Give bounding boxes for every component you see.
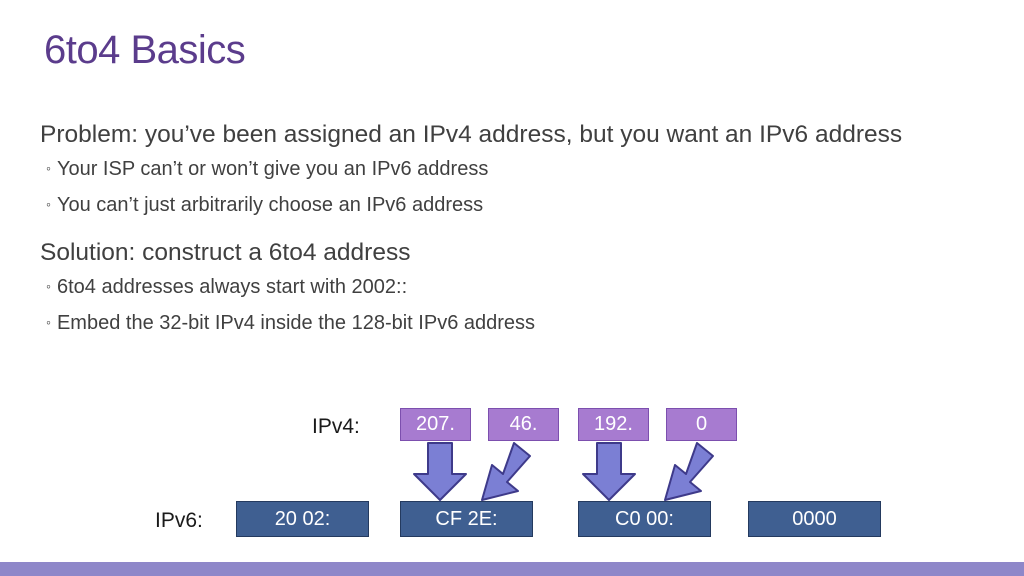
sub-bullet-text: Embed the 32-bit IPv4 inside the 128-bit… <box>56 312 536 334</box>
down-arrow-icon <box>582 442 636 501</box>
sub-bullet-text: You can’t just arbitrarily choose an IPv… <box>56 194 484 216</box>
sub-bullet-text: Your ISP can’t or won’t give you an IPv6… <box>56 158 489 180</box>
bullet-glyph: ◦ <box>46 196 51 212</box>
ipv6-group-box: C0 00: <box>578 501 711 537</box>
bullet-glyph: ◦ <box>46 160 51 176</box>
bottom-accent-bar <box>0 562 1024 576</box>
bullet-solution: Solution: construct a 6to4 address <box>40 239 411 266</box>
down-arrow-icon <box>413 442 467 501</box>
sub-bullet-text: 6to4 addresses always start with 2002:: <box>56 276 408 298</box>
sub-bullet: ◦ 6to4 addresses always start with 2002:: <box>40 270 1010 306</box>
ipv6-group-box: CF 2E: <box>400 501 533 537</box>
ipv4-octet-box: 46. <box>488 408 559 441</box>
bullet-list: Problem: you’ve been assigned an IPv4 ad… <box>40 118 1010 342</box>
sub-bullet: ◦ Your ISP can’t or won’t give you an IPv… <box>40 152 1010 188</box>
ipv6-group-box: 20 02: <box>236 501 369 537</box>
ipv6-label: IPv6: <box>155 509 203 532</box>
ipv4-octet-box: 192. <box>578 408 649 441</box>
diagonal-arrow-icon <box>664 442 714 501</box>
sub-bullet: ◦ Embed the 32-bit IPv4 inside the 128-bi… <box>40 306 1010 342</box>
bullet-glyph: ◦ <box>46 314 51 330</box>
ipv4-octet-box: 0 <box>666 408 737 441</box>
ipv6-group-box: 0000 <box>748 501 881 537</box>
ipv4-octet-box: 207. <box>400 408 471 441</box>
ipv4-label: IPv4: <box>312 415 360 438</box>
diagonal-arrow-icon <box>481 442 531 501</box>
bullet-problem: Problem: you’ve been assigned an IPv4 ad… <box>40 121 903 148</box>
sub-bullet: ◦ You can’t just arbitrarily choose an IP… <box>40 188 1010 224</box>
bullet-glyph: ◦ <box>46 278 51 294</box>
slide-title: 6to4 Basics <box>44 28 246 72</box>
